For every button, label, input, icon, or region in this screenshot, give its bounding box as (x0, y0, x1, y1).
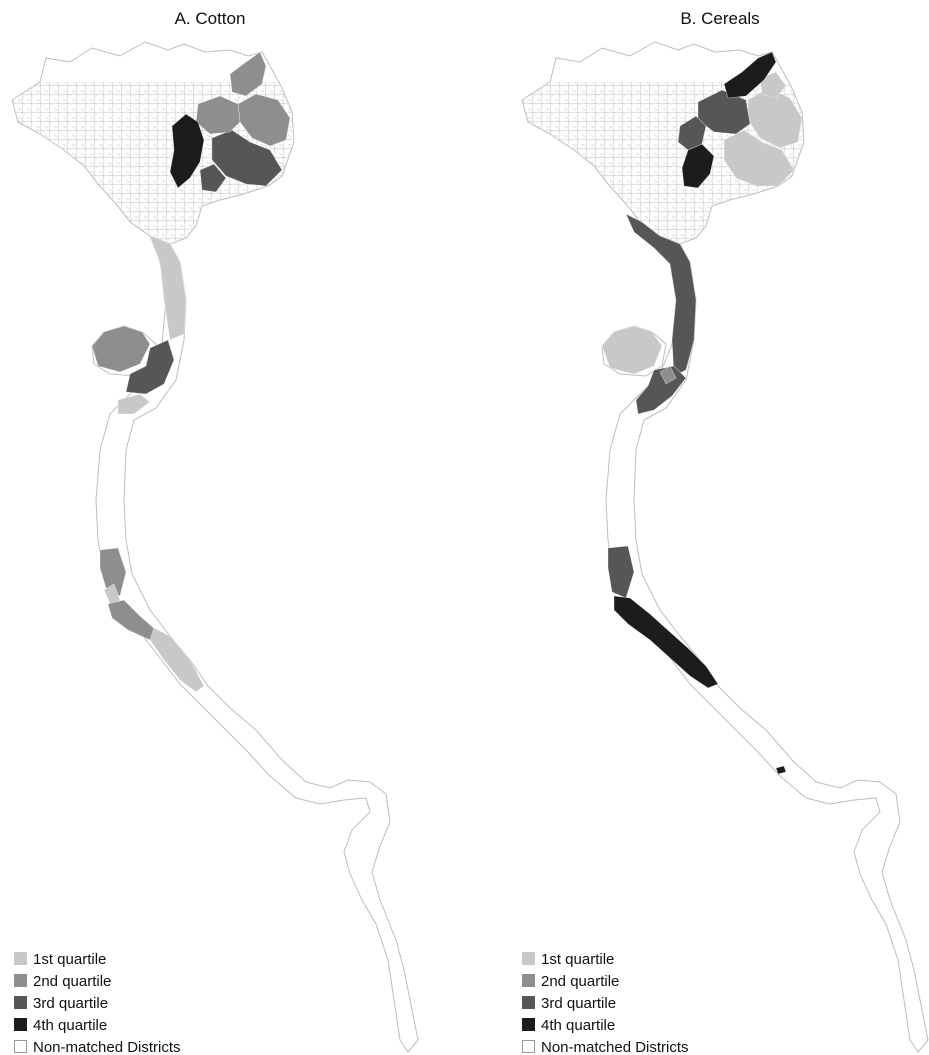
legend-label: 4th quartile (541, 1017, 615, 1034)
legend-label: 3rd quartile (541, 995, 616, 1012)
map-outline (521, 41, 929, 1053)
legend-label: 4th quartile (33, 1017, 107, 1034)
region-central-delta (681, 143, 715, 189)
region-east-delta-b (723, 129, 795, 187)
legend-swatch (522, 952, 535, 965)
region-qena (149, 627, 205, 693)
panel-cereals: B. Cereals (521, 9, 929, 1053)
map-outline (11, 41, 419, 1053)
legend-label: Non-matched Districts (541, 1039, 689, 1055)
quartile-regions (91, 51, 291, 693)
panel-title: B. Cereals (680, 9, 759, 28)
legend-label: 3rd quartile (33, 995, 108, 1012)
panel-title: A. Cotton (175, 9, 246, 28)
legend-item: 4th quartile (522, 1017, 615, 1034)
region-sohag (613, 595, 719, 689)
legend-swatch (14, 1040, 27, 1053)
legend-swatch (522, 1018, 535, 1031)
region-east-delta-b (211, 129, 283, 187)
region-beni-suef (125, 339, 175, 395)
region-fayoum (91, 325, 151, 373)
region-valley-upper (149, 235, 187, 341)
region-qena-spot (775, 765, 787, 775)
region-assiut (99, 547, 127, 597)
region-east-delta-d (199, 163, 227, 193)
region-delta-north-east (229, 51, 267, 97)
legend-swatch (14, 952, 27, 965)
region-valley-upper (625, 213, 697, 377)
legend-swatch (522, 1040, 535, 1053)
region-central-delta-west (677, 115, 707, 151)
region-central-delta (169, 113, 205, 189)
legend-swatch (522, 974, 535, 987)
region-minya-north (659, 365, 677, 385)
legend-label: 1st quartile (33, 951, 106, 968)
region-fayoum (601, 325, 663, 375)
legend-item: Non-matched Districts (522, 1039, 689, 1055)
legend-swatch (14, 974, 27, 987)
region-delta-north-east (723, 51, 777, 99)
legend-item: 2nd quartile (14, 973, 111, 990)
region-east-delta-a (237, 93, 291, 147)
legend-swatch (522, 996, 535, 1009)
panel-cotton: A. Cotton (11, 9, 419, 1053)
legend-label: 2nd quartile (33, 973, 111, 990)
legend-item: 2nd quartile (522, 973, 619, 990)
quartile-regions (601, 51, 803, 775)
legend-swatch (14, 996, 27, 1009)
legend-cereals: 1st quartile 2nd quartile 3rd quartile 4… (522, 951, 689, 1055)
legend-item: Non-matched Districts (14, 1039, 181, 1055)
legend-item: 4th quartile (14, 1017, 107, 1034)
legend-item: 3rd quartile (14, 995, 108, 1012)
legend-item: 1st quartile (14, 951, 106, 968)
region-east-delta-d (759, 71, 787, 99)
legend-item: 1st quartile (522, 951, 614, 968)
legend-label: 1st quartile (541, 951, 614, 968)
legend-label: 2nd quartile (541, 973, 619, 990)
legend-swatch (14, 1018, 27, 1031)
legend-label: Non-matched Districts (33, 1039, 181, 1055)
region-minya-north (117, 393, 151, 415)
legend-item: 3rd quartile (522, 995, 616, 1012)
legend-cotton: 1st quartile 2nd quartile 3rd quartile 4… (14, 951, 181, 1055)
